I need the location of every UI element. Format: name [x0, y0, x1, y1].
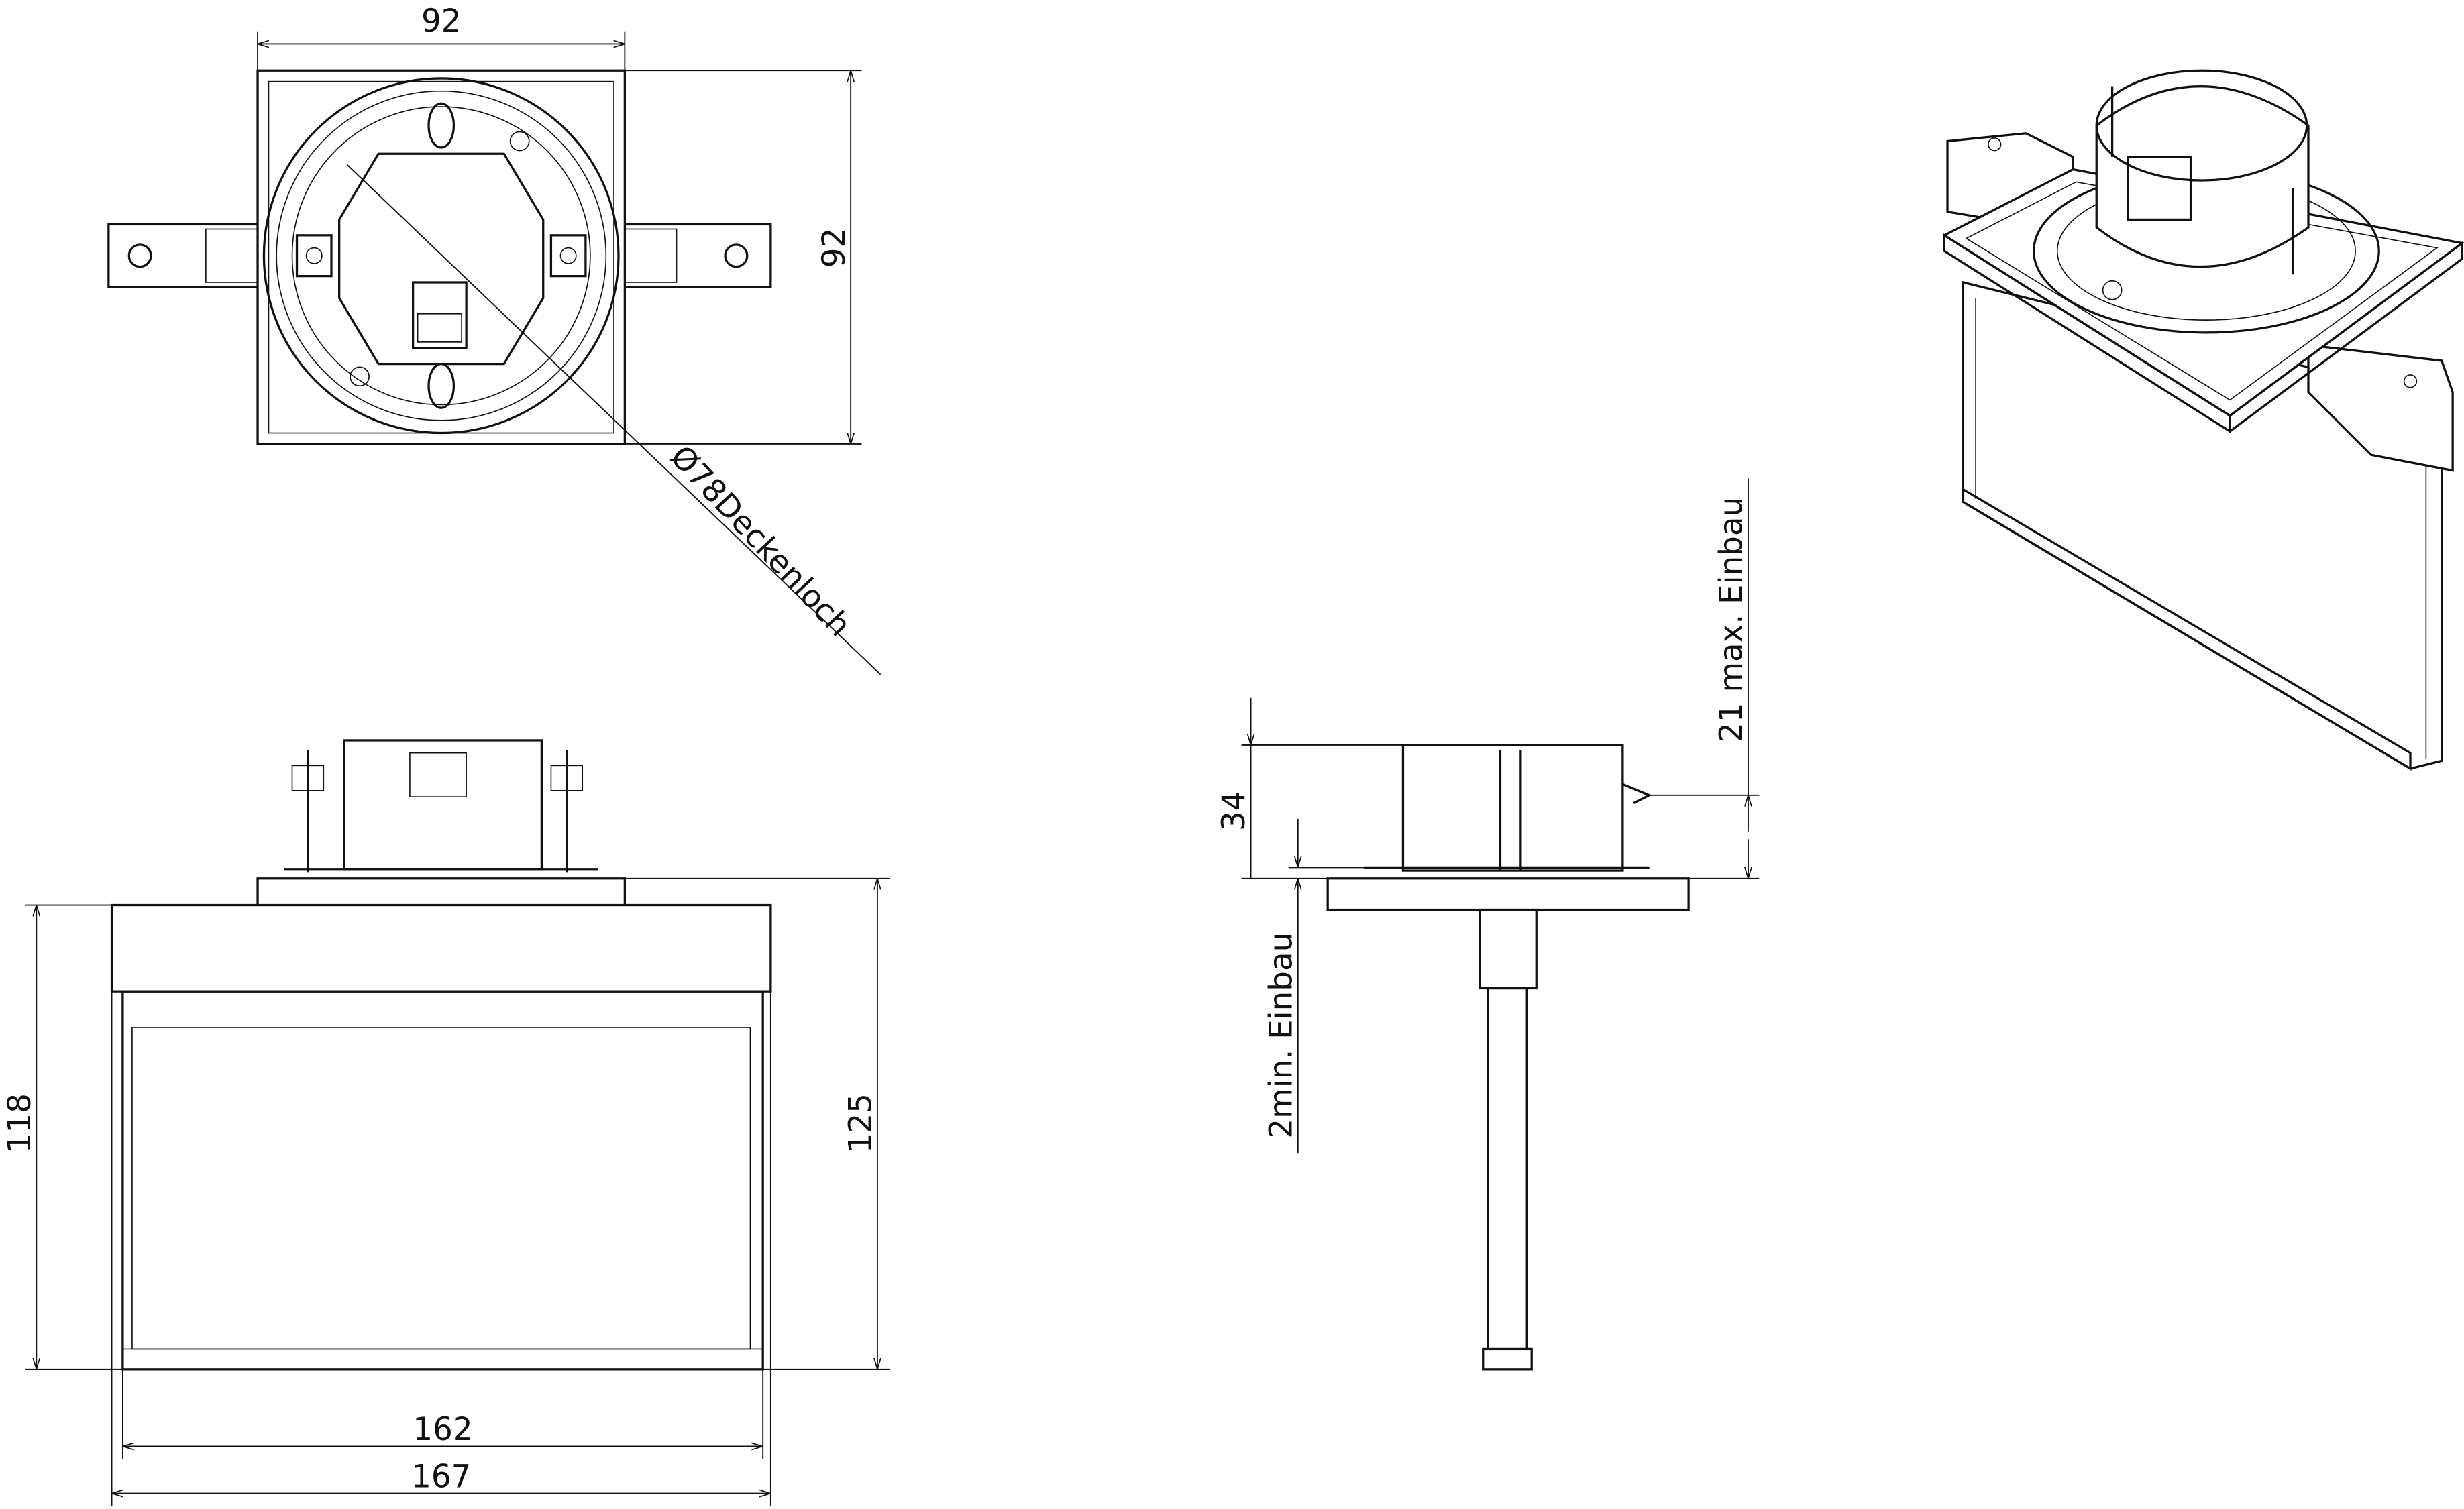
front-width-inner-label: 162 — [413, 1412, 472, 1448]
isometric-view — [1942, 69, 2464, 771]
top-height-label: 92 — [816, 228, 853, 268]
top-width-label: 92 — [421, 3, 462, 40]
front-height-left-label: 118 — [2, 1093, 38, 1153]
screw-icon — [127, 243, 152, 268]
screw-icon — [1988, 137, 2002, 152]
min-install-label: 2min. Einbau — [1263, 932, 1299, 1139]
side-view: 34 2min. Einbau 21 max. Einbau — [1216, 478, 1760, 1371]
screw-icon — [724, 243, 749, 268]
screw-icon — [2403, 374, 2418, 388]
front-height-right-label: 125 — [843, 1093, 879, 1153]
side-height-label: 34 — [1216, 791, 1252, 831]
hole-diameter-label: Ø78Deckenloch — [663, 439, 857, 644]
front-width-outer-label: 167 — [411, 1459, 471, 1495]
front-view: 118 125 162 167 — [2, 739, 890, 1506]
top-view: Ø78Deckenloch 92 92 — [107, 3, 881, 675]
max-install-label: 21 max. Einbau — [1714, 497, 1750, 742]
